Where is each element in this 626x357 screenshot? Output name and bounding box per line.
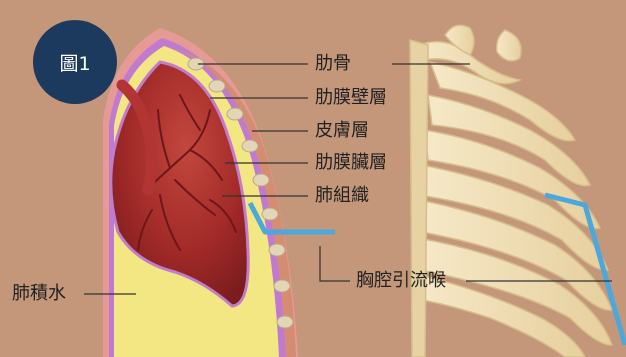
label-lung-tissue: 肺組織 <box>315 187 369 205</box>
label-skin-layer: 皮膚層 <box>315 122 369 140</box>
label-pleural-effusion: 肺積水 <box>12 285 66 303</box>
rib-section <box>253 174 269 186</box>
rib-section <box>277 316 293 328</box>
leader-chest-tube <box>320 246 350 281</box>
rib-section <box>262 208 278 220</box>
label-parietal-pleura: 肋膜壁層 <box>315 89 387 107</box>
rib-section <box>209 80 225 92</box>
rib-section <box>242 140 258 152</box>
figure-number-badge: 圖1 <box>33 20 117 104</box>
rib-section <box>269 244 285 256</box>
label-chest-tube: 胸腔引流喉 <box>356 272 446 290</box>
rib-section <box>274 280 290 292</box>
rib-section <box>227 108 243 120</box>
figure-number: 圖1 <box>59 49 90 76</box>
label-visceral-pleura: 肋膜臟層 <box>315 154 387 172</box>
label-rib: 肋骨 <box>315 55 351 73</box>
rib-cage <box>410 25 612 357</box>
